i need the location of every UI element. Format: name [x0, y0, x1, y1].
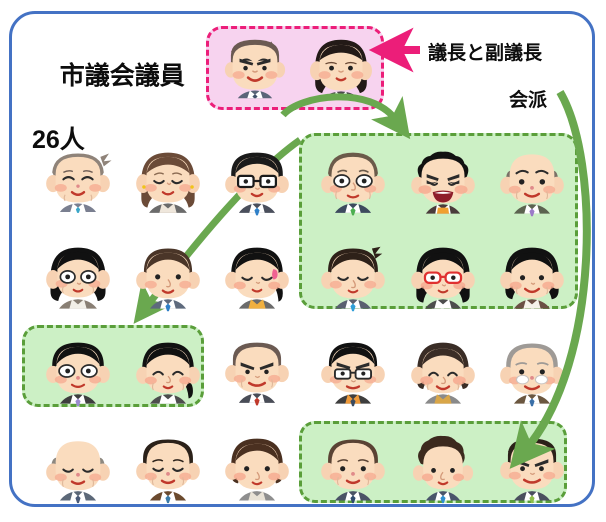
avatar-member-21: [214, 424, 300, 510]
avatar-member-16: [310, 328, 396, 414]
avatar-member-17: [400, 328, 486, 414]
page-title: 市議会議員 26人: [32, 28, 185, 220]
avatar-member-08: [125, 233, 211, 319]
avatar-member-19: [35, 424, 121, 510]
avatar-member-04: [310, 138, 396, 224]
avatar-member-12: [489, 233, 575, 319]
avatar-leader-2: [298, 26, 384, 112]
avatar-member-06: [489, 138, 575, 224]
avatar-member-23: [400, 424, 486, 510]
avatar-member-20: [125, 424, 211, 510]
avatar-member-09: [214, 233, 300, 319]
avatar-member-13: [35, 328, 121, 414]
avatar-member-01: [35, 138, 121, 224]
avatar-member-22: [310, 424, 396, 510]
avatar-leader-1: [212, 26, 298, 112]
label-faction: 会派: [509, 90, 548, 111]
avatar-member-02: [125, 138, 211, 224]
title-line-2: 26人: [32, 126, 85, 154]
avatar-member-15: [214, 328, 300, 414]
avatar-member-18: [489, 328, 575, 414]
title-line-1: 市議会議員: [59, 62, 185, 90]
avatar-member-07: [35, 233, 121, 319]
avatar-member-05: [400, 138, 486, 224]
avatar-member-03: [214, 138, 300, 224]
avatar-member-24: [489, 424, 575, 510]
avatar-member-10: [310, 233, 396, 319]
avatar-member-11: [400, 233, 486, 319]
label-leaders: 議長と副議長: [428, 43, 543, 64]
avatar-member-14: [125, 328, 211, 414]
